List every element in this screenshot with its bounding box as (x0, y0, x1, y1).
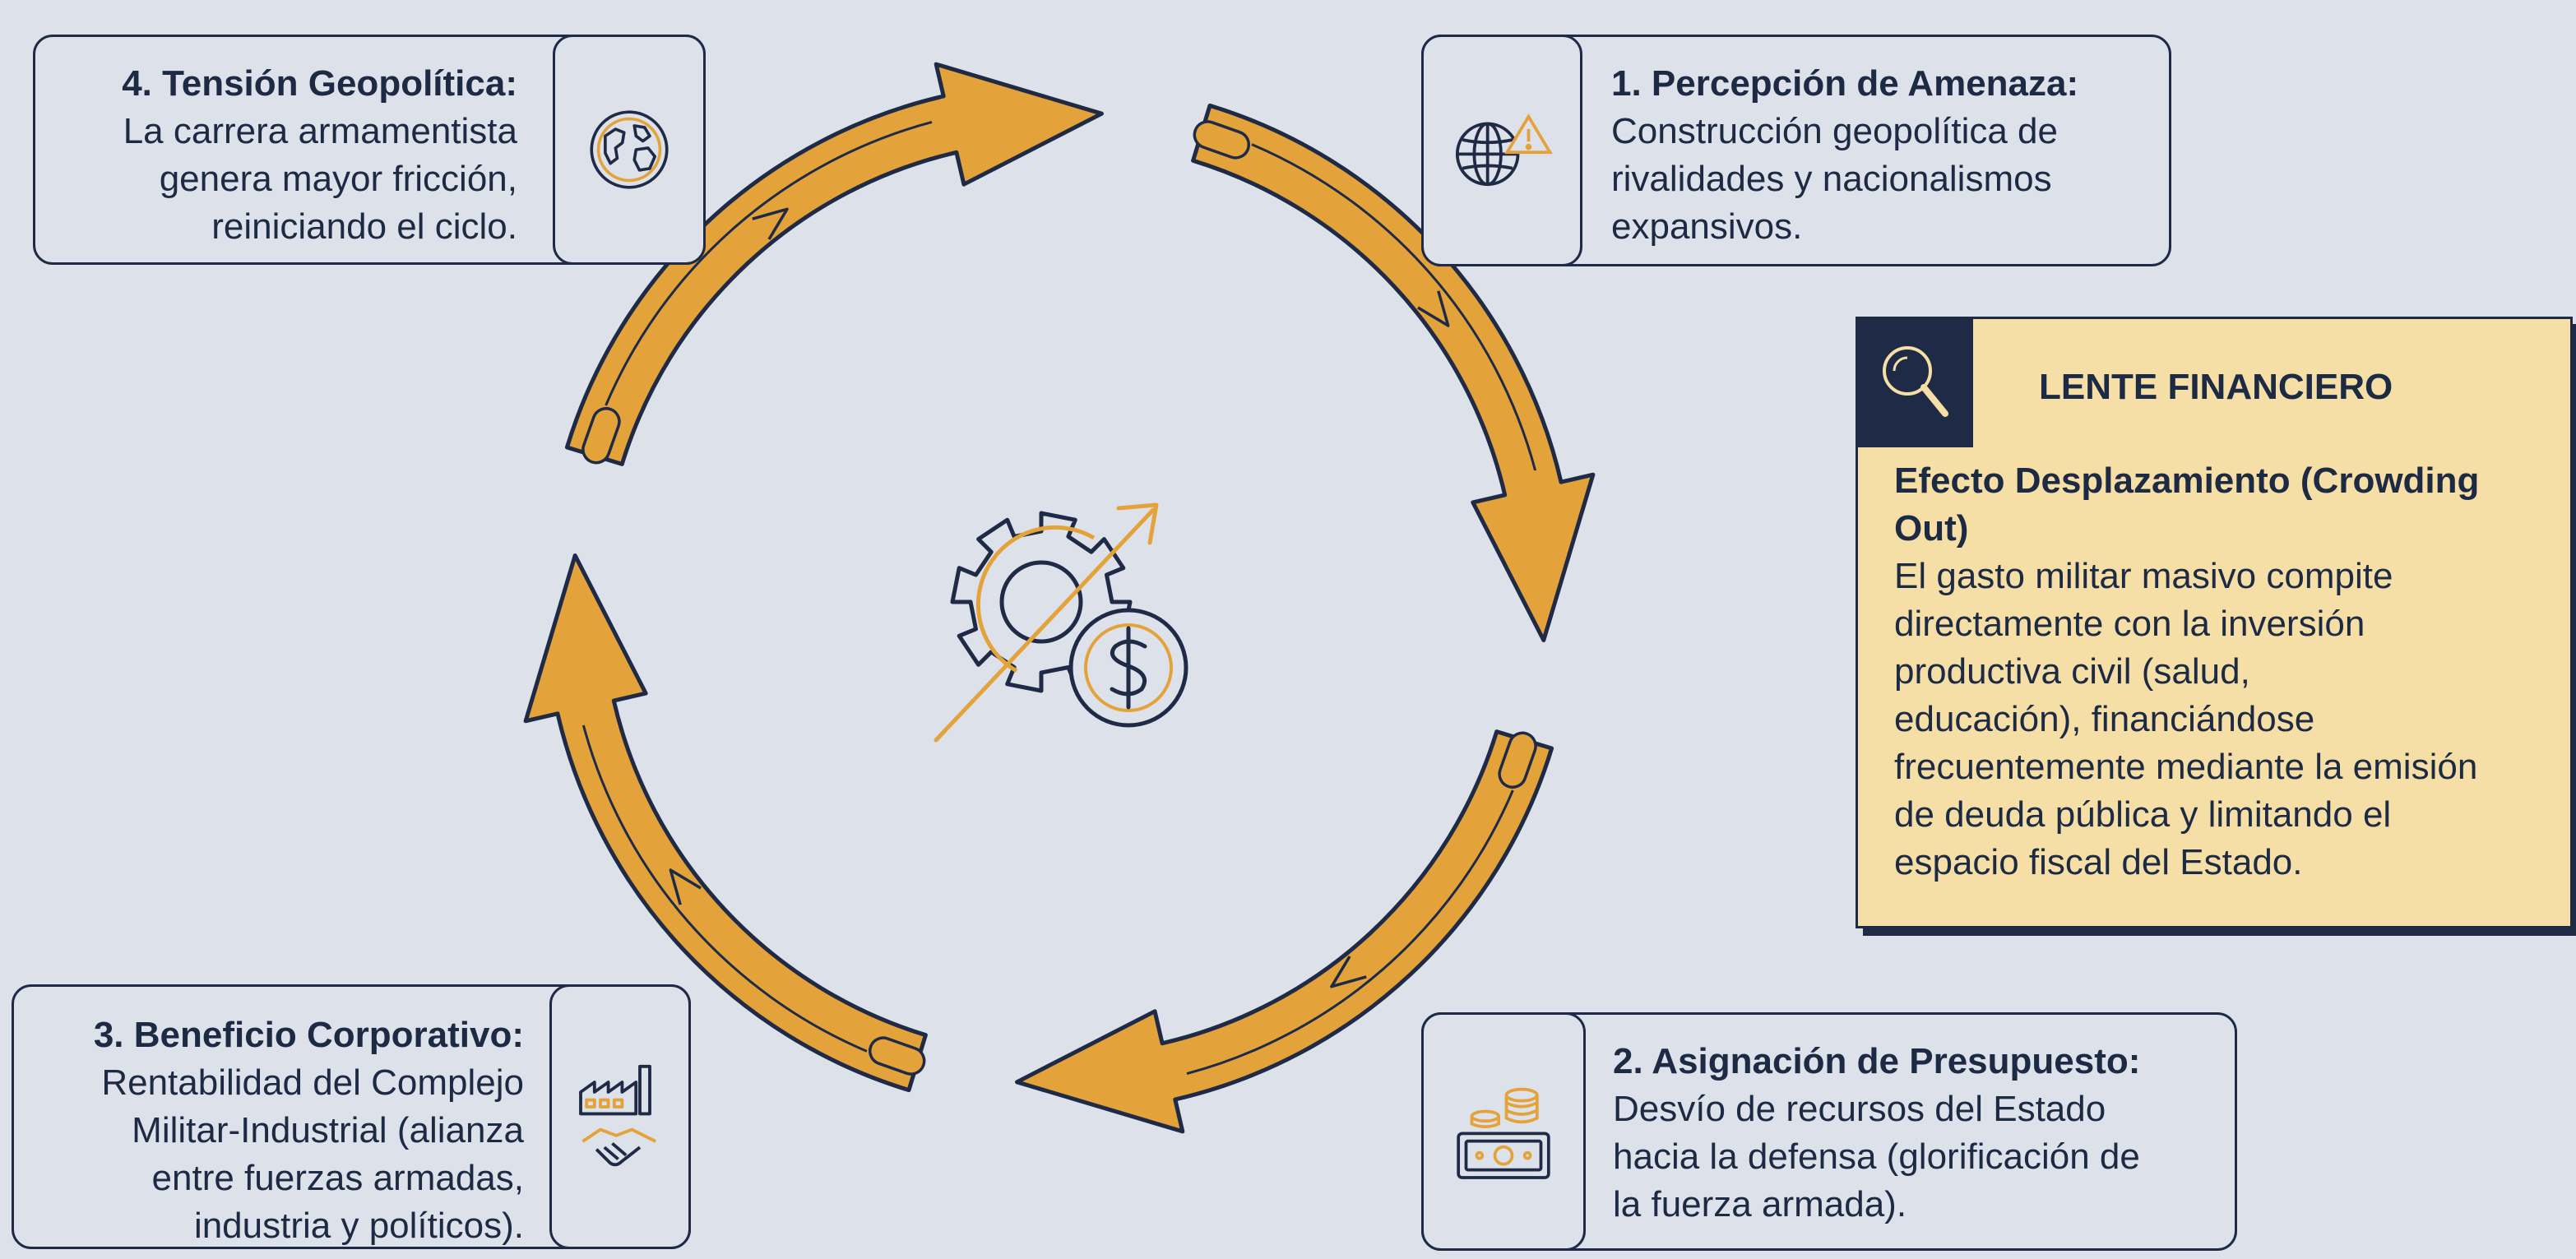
gear-accent-arc (975, 525, 1096, 673)
step-3-icon-cell (549, 984, 691, 1249)
lente-body-line: educación), financiándose (1894, 699, 2315, 739)
direction-chevron (669, 868, 702, 905)
cycle-arrow-groove (605, 120, 933, 406)
lente-body-line: El gasto militar masivo compite (1894, 556, 2393, 596)
step-3-line: industria y políticos). (193, 1206, 524, 1246)
lente-subtitle-line: Efecto Desplazamiento (Crowding (1894, 461, 2480, 501)
step-1-line: rivalidades y nacionalismos (1611, 159, 2052, 199)
step-4-card: 4. Tensión Geopolítica: La carrera armam… (33, 35, 706, 265)
gear-dollar-growth-icon (934, 502, 1188, 743)
money-coins-icon (1457, 1087, 1550, 1179)
step-2-text: 2. Asignación de Presupuesto: Desvío de … (1613, 1038, 2140, 1229)
arrow-joint (581, 406, 621, 465)
cycle-arrow-3-to-4 (523, 553, 928, 1093)
step-2-icon-cell (1421, 1012, 1586, 1251)
direction-chevron (1417, 290, 1450, 327)
step-3-line: Militar-Industrial (alianza (132, 1110, 524, 1150)
step-4-icon-cell (553, 35, 706, 265)
cycle-arrow-1-to-2 (1191, 103, 1596, 642)
growth-arrow-head (1116, 502, 1159, 545)
factory-handshake-icon (579, 1064, 657, 1167)
cycle-arrow-groove (581, 724, 868, 1053)
cycle-arrow-groove (1186, 789, 1514, 1076)
arrow-joint (868, 1036, 926, 1076)
step-3-title: 3. Beneficio Corporativo: (93, 1015, 524, 1055)
earth-globe-icon (590, 110, 669, 189)
direction-chevron (752, 207, 789, 240)
growth-arrow-line (934, 507, 1156, 743)
step-1-text: 1. Percepción de Amenaza: Construcción g… (1611, 60, 2078, 251)
lente-icon-box (1858, 319, 1973, 447)
lente-header: LENTE FINANCIERO (2039, 367, 2393, 407)
step-1-line: Construcción geopolítica de (1611, 111, 2058, 151)
step-4-title: 4. Tensión Geopolítica: (122, 63, 517, 104)
cycle-arrow-2-to-3 (1015, 729, 1554, 1134)
magnifier-icon (1883, 346, 1948, 417)
coin-inner (1084, 623, 1173, 712)
lente-body-line: directamente con la inversión (1894, 604, 2365, 644)
step-1-title: 1. Percepción de Amenaza: (1611, 63, 2079, 104)
step-2-line: la fuerza armada). (1613, 1184, 1907, 1224)
lente-body-line: espacio fiscal del Estado. (1894, 842, 2303, 882)
lente-body-line: de deuda pública y limitando el (1894, 794, 2392, 835)
globe-warning-icon (1455, 113, 1553, 187)
step-2-title: 2. Asignación de Presupuesto: (1613, 1041, 2141, 1081)
step-4-text: 4. Tensión Geopolítica: La carrera armam… (122, 60, 517, 251)
arrow-joint (1193, 120, 1251, 160)
lente-financiero-panel: LENTE FINANCIERO Efecto Desplazamiento (… (1856, 317, 2573, 928)
step-3-text: 3. Beneficio Corporativo: Rentabilidad d… (94, 1011, 524, 1250)
step-4-line: genera mayor fricción, (159, 159, 517, 199)
cycle-arrow-groove (1251, 143, 1537, 471)
step-1-card: 1. Percepción de Amenaza: Construcción g… (1421, 35, 2171, 266)
step-2-line: Desvío de recursos del Estado (1613, 1089, 2106, 1129)
step-3-line: Rentabilidad del Complejo (101, 1062, 524, 1103)
step-2-card: 2. Asignación de Presupuesto: Desvío de … (1421, 1012, 2237, 1251)
lente-body-line: frecuentemente mediante la emisión (1894, 747, 2478, 787)
direction-chevron (1330, 956, 1367, 988)
gear-hub (999, 560, 1083, 644)
lente-subtitle-line: Out) (1894, 508, 1969, 548)
step-4-line: La carrera armamentista (123, 111, 517, 151)
step-4-line: reiniciando el ciclo. (211, 206, 517, 247)
lente-body: El gasto militar masivo compite directam… (1894, 553, 2576, 886)
step-3-card: 3. Beneficio Corporativo: Rentabilidad d… (12, 984, 691, 1249)
cycle-arrow-4-to-1 (564, 62, 1104, 466)
step-2-line: hacia la defensa (glorificación de (1613, 1136, 2140, 1177)
step-1-line: expansivos. (1611, 206, 1803, 247)
step-1-icon-cell (1421, 35, 1582, 266)
step-3-line: entre fuerzas armadas, (151, 1158, 524, 1198)
arrow-joint (1498, 731, 1537, 789)
lente-body-line: productiva civil (salud, (1894, 651, 2250, 692)
lente-subtitle: Efecto Desplazamiento (Crowding Out) (1894, 457, 2569, 553)
